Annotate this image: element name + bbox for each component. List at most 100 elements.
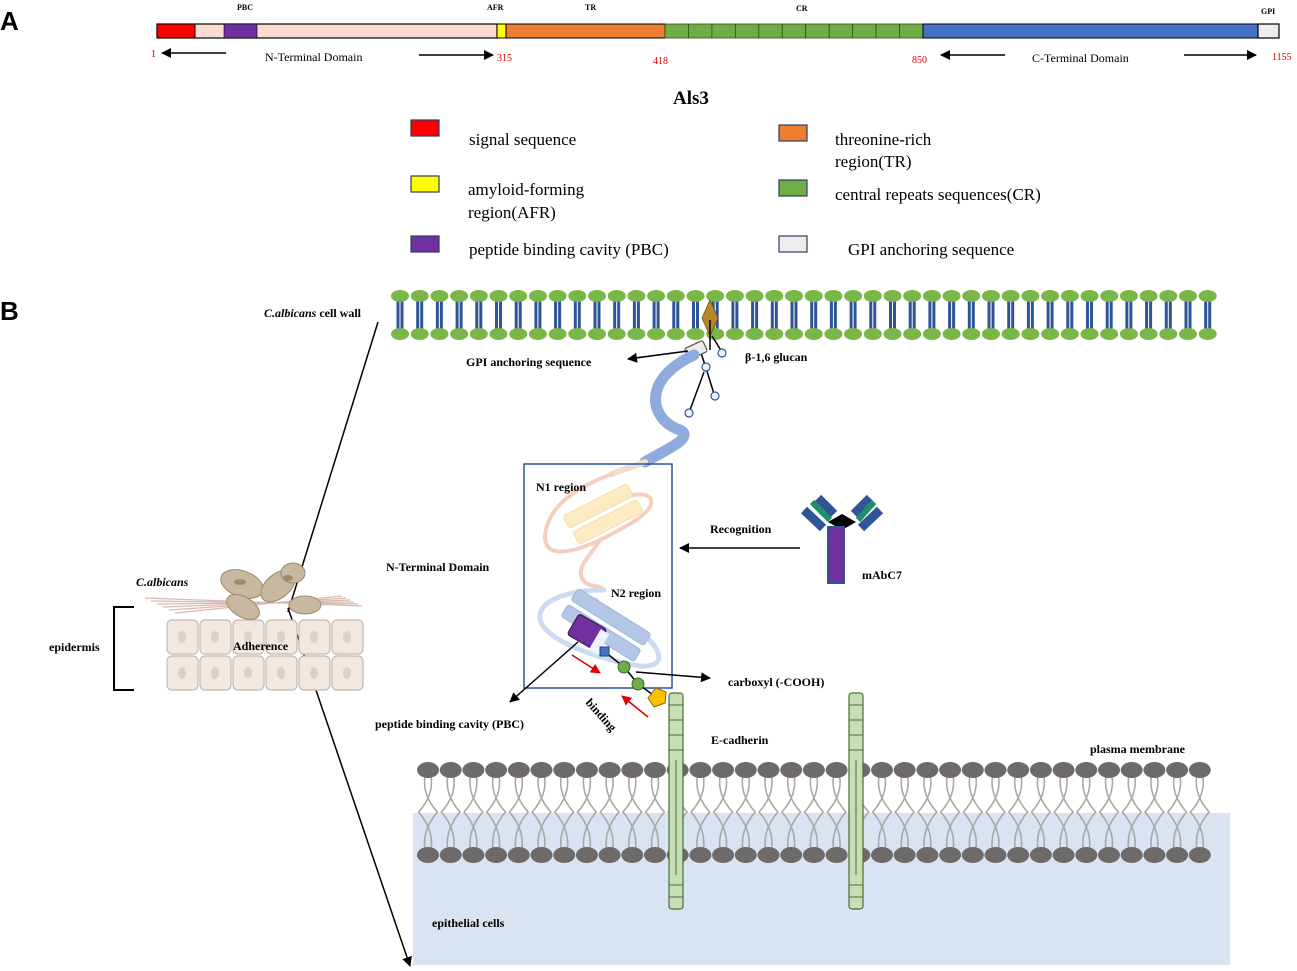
cr-bar-label: CR bbox=[796, 4, 808, 13]
lipid-tail bbox=[780, 775, 796, 851]
lipid-head bbox=[588, 290, 606, 302]
cr-repeat-block bbox=[688, 23, 713, 39]
lipid-tail bbox=[916, 775, 932, 851]
lipid-tail bbox=[628, 775, 643, 851]
lipid-head bbox=[1080, 328, 1099, 340]
lipid-head bbox=[939, 847, 962, 863]
lipid-tail bbox=[1013, 775, 1029, 851]
lipid-head bbox=[1075, 762, 1098, 778]
lipid-tail bbox=[877, 775, 893, 851]
lipid-head bbox=[1179, 290, 1197, 302]
lipid-tail bbox=[900, 775, 916, 851]
lipid-head bbox=[1075, 847, 1098, 863]
legend-label-pbc: peptide binding cavity (PBC) bbox=[469, 240, 669, 259]
pbc-label: peptide binding cavity (PBC) bbox=[375, 717, 524, 731]
lipid-tail bbox=[939, 775, 955, 851]
lipid-head bbox=[489, 290, 508, 302]
legend-label-signal: signal sequence bbox=[469, 130, 576, 149]
lipid-head bbox=[1166, 762, 1189, 778]
lipid-tail bbox=[894, 775, 909, 851]
lipid-head bbox=[1007, 762, 1030, 778]
lipid-tail bbox=[741, 775, 757, 851]
legend-title: Als3 bbox=[673, 88, 709, 109]
lipid-head bbox=[824, 328, 843, 340]
lipid-head bbox=[410, 290, 429, 302]
lipid-head bbox=[528, 328, 547, 340]
binding-label: binding bbox=[583, 696, 620, 735]
lipid-tail bbox=[718, 775, 734, 851]
gpi-segment bbox=[1257, 23, 1280, 39]
epithelial-cells-label: epithelial cells bbox=[432, 916, 505, 930]
lipid-head bbox=[1001, 290, 1020, 302]
lipid-head bbox=[893, 762, 916, 778]
n-domain-bar-label: N-Terminal Domain bbox=[265, 50, 362, 64]
lipid-tail bbox=[462, 775, 478, 851]
lipid-head bbox=[450, 290, 469, 302]
lipid-tail bbox=[871, 775, 887, 851]
cr-repeat-block bbox=[781, 23, 807, 39]
lipid-tail bbox=[605, 775, 621, 851]
cr-repeat-block bbox=[734, 23, 760, 39]
lipid-tail bbox=[786, 775, 802, 851]
lipid-head bbox=[939, 762, 962, 778]
legend-label-afr-line1: amyloid-forming bbox=[468, 180, 585, 199]
n-domain-segment bbox=[156, 23, 498, 39]
lipid-head bbox=[745, 328, 764, 340]
lipid-head bbox=[982, 290, 1000, 302]
lipid-head bbox=[1060, 290, 1079, 302]
lipid-head bbox=[1080, 290, 1099, 302]
lipid-head bbox=[1166, 847, 1189, 863]
lipid-head bbox=[802, 847, 825, 863]
lipid-tail bbox=[1172, 775, 1188, 851]
n1-region-label: N1 region bbox=[536, 480, 586, 494]
lipid-head bbox=[686, 290, 705, 302]
lipid-head bbox=[627, 290, 646, 302]
lipid-head bbox=[757, 762, 780, 778]
pbc-cavity-highlight bbox=[588, 629, 610, 655]
pbc-bar-label: PBC bbox=[237, 3, 253, 12]
lipid-head bbox=[962, 290, 981, 302]
lipid-head bbox=[804, 290, 823, 302]
binding-arrow-1 bbox=[571, 654, 601, 674]
lipid-head bbox=[686, 328, 705, 340]
peptide-ligand bbox=[599, 646, 667, 708]
lipid-head bbox=[942, 290, 961, 302]
legend-swatch-cr bbox=[778, 179, 808, 197]
lipid-head bbox=[1119, 290, 1138, 302]
lipid-tail bbox=[576, 775, 592, 851]
lipid-head bbox=[893, 847, 916, 863]
legend-label-afr-line2: region(AFR) bbox=[468, 203, 556, 222]
lipid-tail bbox=[537, 775, 552, 851]
glucan-label: β-1,6 glucan bbox=[745, 350, 808, 364]
lipid-head bbox=[462, 847, 485, 863]
lipid-head bbox=[485, 762, 508, 778]
lipid-tail bbox=[1030, 775, 1046, 851]
lipid-head bbox=[844, 328, 863, 340]
lipid-head bbox=[871, 762, 893, 778]
lipid-head bbox=[765, 328, 784, 340]
als3-stalk bbox=[639, 349, 700, 468]
lipid-head bbox=[922, 328, 941, 340]
carboxyl-arrow bbox=[635, 671, 711, 683]
lipid-tail bbox=[1098, 775, 1114, 851]
lipid-head bbox=[725, 290, 744, 302]
lipid-head bbox=[706, 290, 725, 302]
lipid-tail bbox=[832, 775, 848, 851]
lipid-head bbox=[568, 290, 587, 302]
lipid-head bbox=[984, 847, 1007, 863]
cr-repeat-block bbox=[899, 23, 924, 39]
cr-repeat-block bbox=[805, 23, 830, 39]
recognition-label: Recognition bbox=[710, 522, 772, 536]
lipid-head bbox=[507, 847, 530, 863]
calbicans-label: C.albicans bbox=[136, 575, 189, 589]
lipid-head bbox=[903, 290, 922, 302]
antibody-mabc7 bbox=[800, 494, 884, 584]
lipid-tail bbox=[712, 775, 728, 851]
lipid-head bbox=[1001, 328, 1020, 340]
lipid-head bbox=[780, 762, 803, 778]
lipid-head bbox=[430, 328, 449, 340]
lipid-tail bbox=[621, 775, 637, 851]
gpi-bar-label: GPI bbox=[1261, 7, 1275, 16]
domain-bar bbox=[156, 23, 1280, 39]
lipid-head bbox=[922, 290, 941, 302]
